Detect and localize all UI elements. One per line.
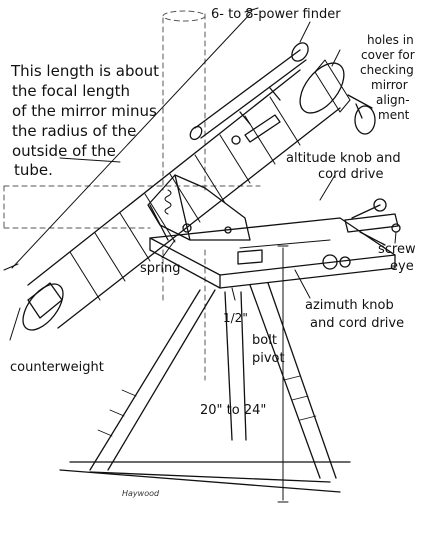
holes-label-5: align- — [376, 93, 410, 107]
holes-label-3: checking — [360, 63, 414, 77]
altitude-label-1: altitude knob and — [286, 151, 401, 166]
focal-text-2: the focal length — [12, 82, 131, 100]
bolt-label-2: pivot — [252, 351, 285, 366]
finder-label: 6- to 8-power finder — [211, 7, 341, 22]
altitude-label-2: cord drive — [318, 167, 384, 182]
holes-label-6: ment — [378, 108, 410, 122]
focal-text-5: outside of the — [12, 142, 116, 160]
spring-label: spring — [140, 261, 181, 276]
azimuth-drive — [322, 254, 351, 270]
tripod — [59, 282, 351, 493]
height-label: 20" to 24" — [200, 403, 267, 418]
bolt-label-1: bolt — [252, 333, 277, 348]
focal-text-1: This length is about — [11, 62, 160, 80]
screw-eye — [391, 223, 401, 233]
mirror-cell — [347, 94, 376, 135]
focal-text-4: the radius of the — [12, 122, 137, 140]
tube-fittings — [231, 114, 281, 145]
holes-label-1: holes in — [367, 33, 414, 47]
counterweight — [27, 282, 63, 319]
altitude-drive — [344, 198, 399, 246]
focal-text-6: tube. — [14, 161, 53, 179]
focal-text-3: of the mirror minus — [12, 102, 157, 120]
azimuth-label-1: azimuth knob — [305, 298, 394, 313]
mount-platform — [149, 217, 396, 289]
vertical-tube-ghost — [162, 10, 206, 381]
focal-length-dimension — [3, 7, 259, 271]
azimuth-label-2: and cord drive — [310, 316, 405, 331]
height-dimension — [277, 245, 289, 503]
finder-scope — [189, 42, 309, 141]
holes-label-4: mirror — [371, 78, 408, 92]
screw-label-1: screw — [378, 242, 416, 257]
leader-lines — [9, 21, 397, 341]
horizontal-tube-ghost — [3, 185, 261, 229]
screw-label-2: eye — [390, 259, 414, 274]
holes-label-2: cover for — [361, 48, 415, 62]
main-tube — [22, 59, 351, 331]
counterweight-label: counterweight — [10, 360, 104, 375]
half-inch-label: 1/2" — [223, 311, 248, 325]
artist-signature: Haywood — [122, 489, 160, 498]
